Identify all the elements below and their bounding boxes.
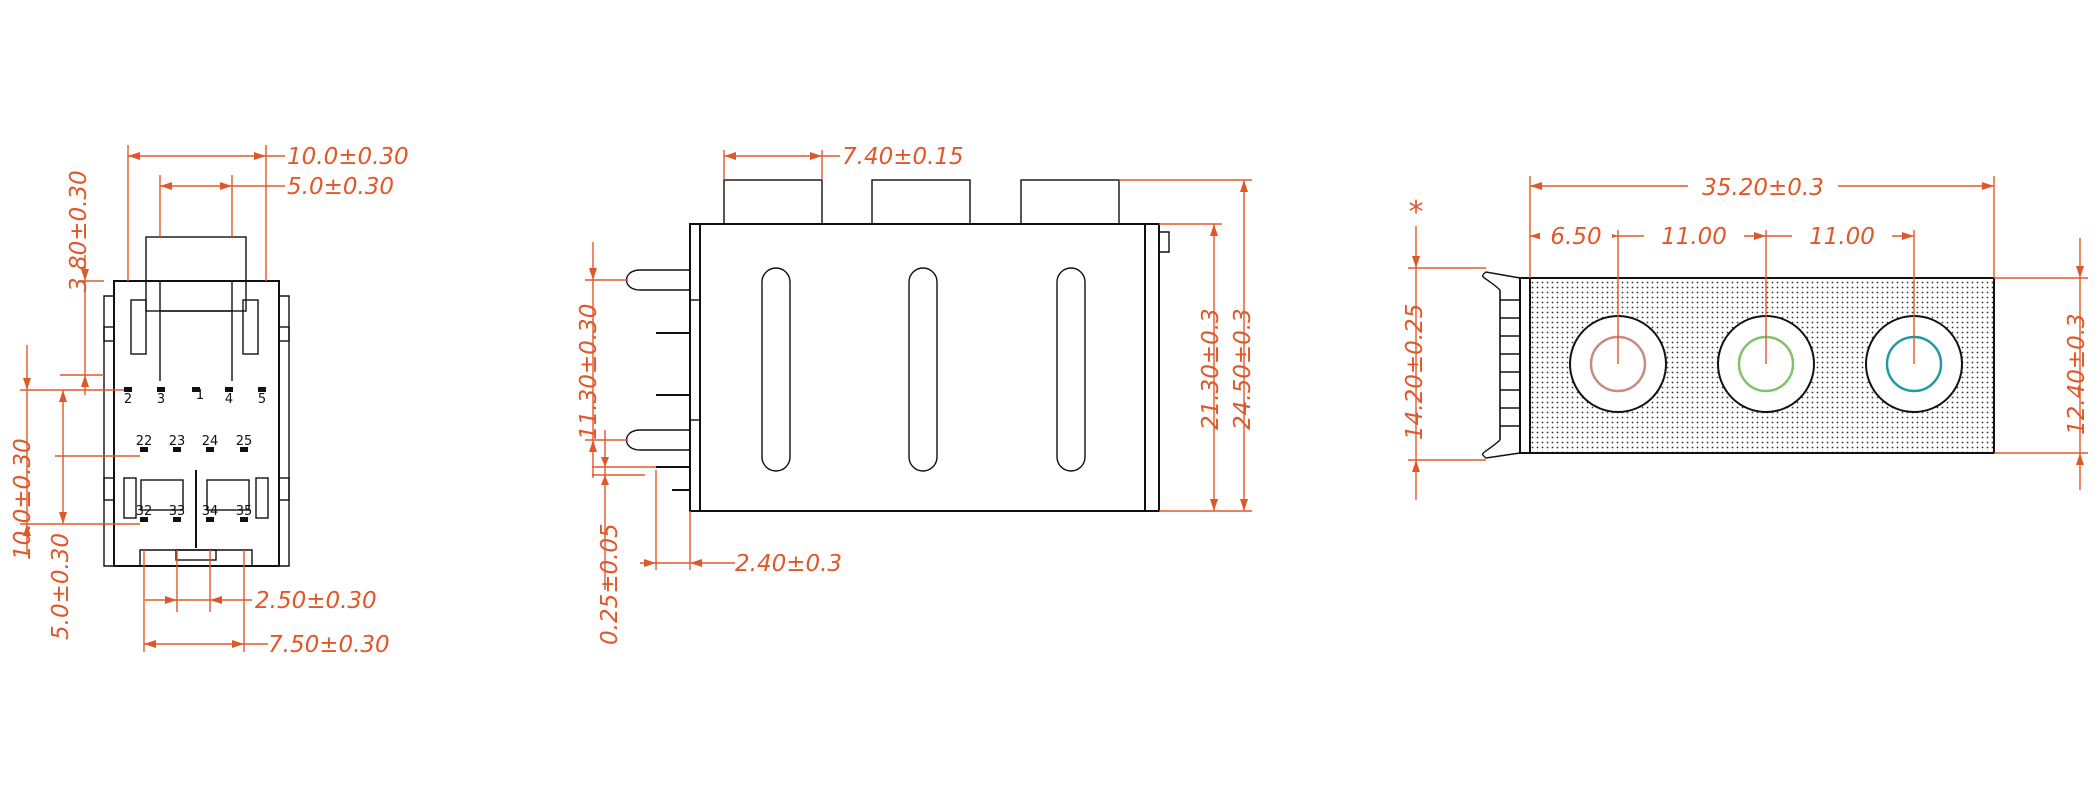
dim-tab-width: 5.0±0.30 — [287, 174, 394, 200]
side-slot-3 — [1056, 267, 1086, 472]
pin-label: 25 — [236, 434, 253, 449]
front-bottom-latch — [139, 549, 253, 566]
dim-lower-offset: 5.0±0.30 — [48, 533, 74, 640]
pin-label: 35 — [236, 504, 253, 519]
top-pins — [1499, 290, 1520, 440]
side-peg-upper — [625, 269, 690, 291]
pin-label: 33 — [169, 504, 186, 519]
front-right-slot — [242, 299, 259, 355]
side-peg-lower — [625, 429, 690, 451]
front-clip-l2 — [103, 477, 115, 501]
dim-depth: 14.20±0.25 — [1402, 304, 1428, 440]
side-barrel-2 — [871, 179, 971, 225]
side-barrel-3 — [1020, 179, 1120, 225]
front-dim-tab-height: 3.80±0.30 — [60, 170, 104, 395]
front-dim-pin-row-offset: 10.0±0.30 — [10, 345, 140, 560]
side-dim-total-height: 24.50±0.3 — [1119, 179, 1256, 511]
front-top-tab — [145, 236, 247, 312]
front-body-flange — [103, 295, 290, 567]
pin-label: 23 — [169, 434, 186, 449]
side-barrel-1 — [723, 179, 823, 225]
front-clip-r2 — [278, 477, 290, 501]
front-clip-r1 — [278, 326, 290, 342]
pin-label: 24 — [202, 434, 219, 449]
dim-jack-pitch-1: 11.00 — [1661, 224, 1727, 250]
front-clip-l1 — [103, 326, 115, 342]
pin-label: 1 — [196, 388, 204, 403]
dim-first-jack: 6.50 — [1550, 224, 1601, 250]
side-dim-pin-thickness: 0.25±0.05 — [592, 430, 656, 645]
side-body — [699, 223, 1160, 512]
front-lower-window-right — [206, 479, 250, 511]
front-lower-slot-left — [123, 477, 137, 519]
top-view: 35.20±0.3 6.50 11.00 11.00 * 14.20±0.25 — [1402, 172, 2090, 500]
top-front-plate — [1519, 277, 1530, 454]
dim-barrel-width: 7.40±0.15 — [842, 144, 964, 170]
dim-tab-height: 3.80±0.30 — [66, 170, 92, 292]
side-dim-pin-offset: 2.40±0.3 — [640, 470, 842, 577]
dim-width-top: 10.0±0.30 — [287, 144, 409, 170]
dim-jack-pitch-2: 11.00 — [1809, 224, 1875, 250]
front-dim-tab-width: 5.0±0.30 — [159, 174, 394, 237]
front-lower-window-left — [140, 479, 184, 511]
front-lower-slot-right — [255, 477, 269, 519]
dim-asterisk: * — [1409, 195, 1424, 230]
front-view: 2 3 1 4 5 22 23 24 25 32 33 34 35 10.0±0… — [10, 144, 409, 658]
side-front-plate — [689, 223, 700, 512]
side-dim-body-height: 21.30±0.3 — [1159, 223, 1252, 512]
dim-pin-offset: 2.40±0.3 — [735, 551, 842, 577]
side-view: 7.40±0.15 11.30±0.30 21.30±0.3 24.50±0.3 — [576, 144, 1256, 645]
front-dim-pin-spacing: 2.50±0.30 — [145, 550, 377, 614]
pin-label: 3 — [157, 392, 165, 407]
side-slot-2 — [908, 267, 938, 472]
top-dim-total-length: 35.20±0.3 — [1529, 172, 1995, 278]
pin-label: 2 — [124, 392, 132, 407]
pin-label: 22 — [136, 434, 153, 449]
front-dim-width-top: 10.0±0.30 — [127, 144, 409, 281]
dim-body-depth: 12.40±0.3 — [2064, 313, 2090, 435]
pin-label: 34 — [202, 504, 219, 519]
side-dim-barrel-width: 7.40±0.15 — [723, 144, 964, 180]
dim-pin-thickness: 0.25±0.05 — [597, 523, 623, 645]
top-dim-depth: * 14.20±0.25 — [1402, 195, 1486, 500]
pin-label: 32 — [136, 504, 153, 519]
dim-total-length: 35.20±0.3 — [1702, 175, 1824, 201]
dim-pin-row-offset: 10.0±0.30 — [10, 438, 36, 560]
side-slot-1 — [761, 267, 791, 472]
front-left-slot — [130, 299, 147, 355]
top-dim-body-depth: 12.40±0.3 — [1994, 238, 2090, 490]
dim-pin-span: 7.50±0.30 — [268, 632, 390, 658]
dim-total-height: 24.50±0.3 — [1230, 308, 1256, 430]
front-dim-lower-offset: 5.0±0.30 — [48, 390, 140, 640]
pin-label: 5 — [258, 392, 266, 407]
front-dim-pin-span: 7.50±0.30 — [143, 550, 390, 658]
top-dim-jack-positions: 6.50 11.00 11.00 — [1530, 222, 1914, 250]
pin-label: 4 — [225, 392, 233, 407]
dim-body-height: 21.30±0.3 — [1198, 308, 1224, 430]
dim-peg-height: 11.30±0.30 — [576, 304, 602, 440]
front-tab-window — [159, 280, 233, 312]
side-dim-peg-height: 11.30±0.30 — [576, 242, 628, 478]
dim-pin-spacing: 2.50±0.30 — [255, 588, 377, 614]
